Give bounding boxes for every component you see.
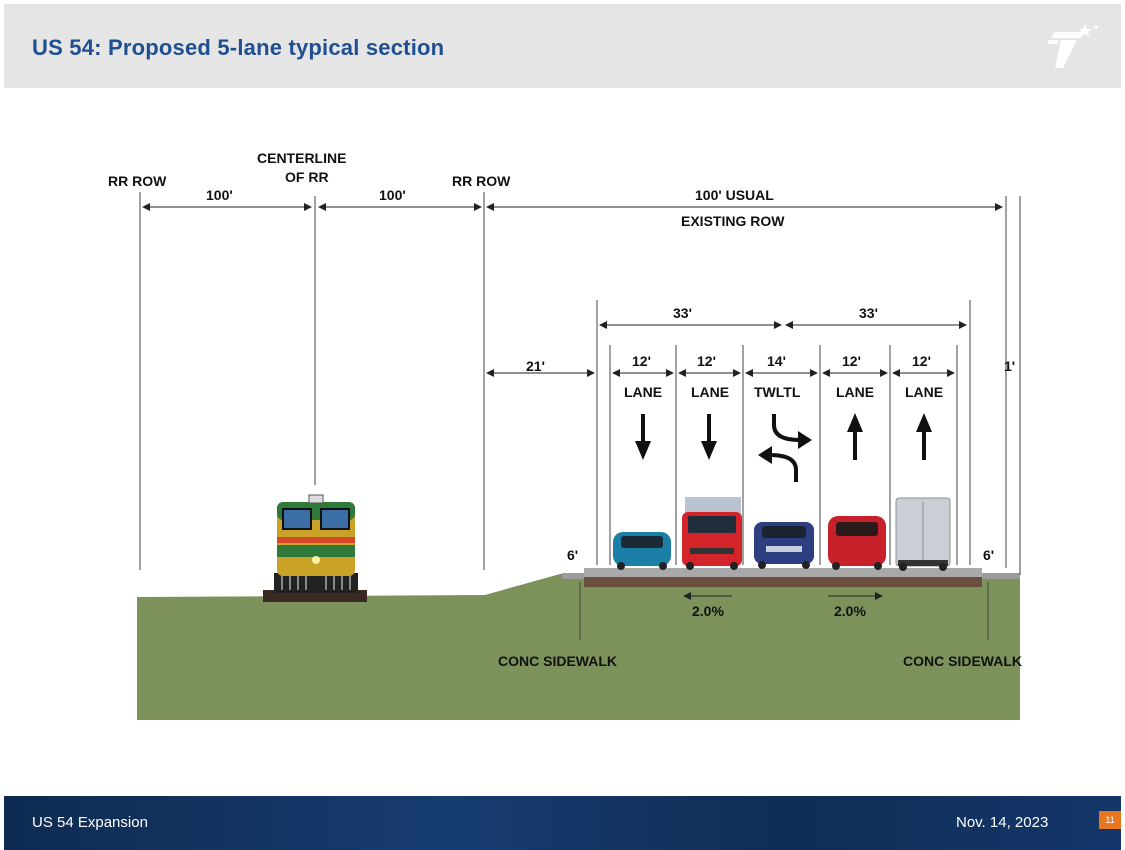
header-bar: US 54: Proposed 5-lane typical section bbox=[4, 4, 1121, 88]
sidewalk-right-label: CONC SIDEWALK bbox=[903, 653, 1022, 669]
blue-car bbox=[613, 532, 671, 570]
rr-row-right-label: RR ROW bbox=[452, 173, 511, 189]
lane-2-label: LANE bbox=[691, 384, 729, 400]
dim-33-right-label: 33' bbox=[859, 305, 878, 321]
slope-left-label: 2.0% bbox=[692, 603, 724, 619]
right-sidewalk bbox=[962, 573, 1020, 579]
ground-terrain bbox=[137, 574, 1020, 720]
red-truck bbox=[682, 497, 742, 570]
dim-100-right-label: 100' bbox=[379, 187, 406, 203]
dim-100-left-label: 100' bbox=[206, 187, 233, 203]
lane-5-label: LANE bbox=[905, 384, 943, 400]
page-number: 11 bbox=[1099, 811, 1121, 829]
dim-21-label: 21' bbox=[526, 358, 545, 374]
red-van bbox=[828, 516, 886, 570]
up-arrow-icon bbox=[847, 413, 863, 460]
lane-5-width: 12' bbox=[912, 353, 931, 369]
footer-title: US 54 Expansion bbox=[32, 814, 148, 831]
dim-1-label: 1' bbox=[1004, 358, 1015, 374]
lane-1-label: LANE bbox=[624, 384, 662, 400]
footer-date: Nov. 14, 2023 bbox=[956, 814, 1049, 831]
sidewalk-width-right-label: 6' bbox=[983, 547, 994, 563]
up-arrow-icon bbox=[916, 413, 932, 460]
slide-title: US 54: Proposed 5-lane typical section bbox=[32, 35, 445, 60]
lane-2-width: 12' bbox=[697, 353, 716, 369]
dim-33-left-label: 33' bbox=[673, 305, 692, 321]
sidewalk-left-label: CONC SIDEWALK bbox=[498, 653, 617, 669]
down-arrow-icon bbox=[635, 414, 651, 460]
lane-4-label: LANE bbox=[836, 384, 874, 400]
usual-row-label-1: 100' USUAL bbox=[695, 187, 774, 203]
usual-row-label-2: EXISTING ROW bbox=[681, 213, 785, 229]
footer-bar: US 54 Expansion Nov. 14, 2023 11 bbox=[4, 796, 1121, 850]
lane-3-label: TWLTL bbox=[754, 384, 801, 400]
slope-right-label: 2.0% bbox=[834, 603, 866, 619]
pavement-surface bbox=[584, 568, 982, 577]
navy-car bbox=[754, 522, 814, 569]
white-box-truck bbox=[895, 497, 951, 571]
centerline-label-1: CENTERLINE bbox=[257, 150, 346, 166]
lane-1-width: 12' bbox=[632, 353, 651, 369]
pavement-base bbox=[584, 577, 982, 587]
centerline-label-2: OF RR bbox=[285, 169, 329, 185]
left-sidewalk bbox=[562, 573, 600, 579]
two-way-left-turn-icon bbox=[758, 414, 812, 482]
lane-4-width: 12' bbox=[842, 353, 861, 369]
rr-row-left-label: RR ROW bbox=[108, 173, 167, 189]
down-arrow-icon bbox=[701, 414, 717, 460]
txdot-logo-icon bbox=[1047, 24, 1098, 68]
lane-3-width: 14' bbox=[767, 353, 786, 369]
train-locomotive bbox=[263, 494, 367, 602]
sidewalk-width-left-label: 6' bbox=[567, 547, 578, 563]
